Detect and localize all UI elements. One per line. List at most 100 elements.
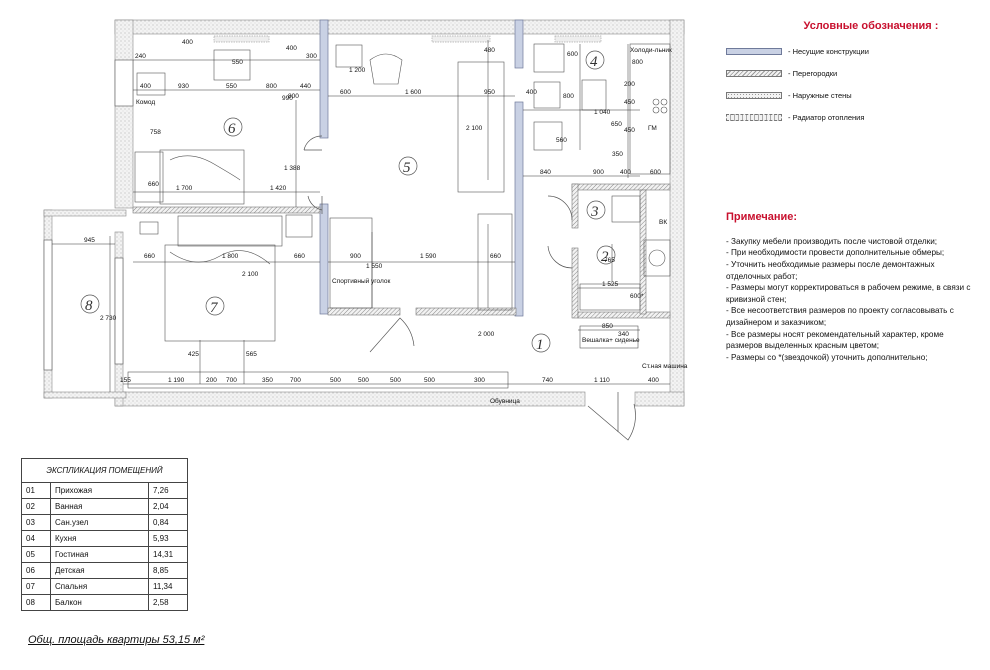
room-area: 5,93 — [148, 530, 188, 547]
room-name: Ванная — [50, 498, 149, 515]
dim-text: 600 — [340, 89, 351, 96]
floor-plan: 1 2 3 4 5 6 7 8 Комод Холоди-льник ГМ ВК… — [43, 19, 688, 441]
dim-text: 840 — [540, 169, 551, 176]
dim-text: 660 — [490, 253, 501, 260]
room-number-5: 5 — [403, 160, 411, 176]
dim-text: 2 000 — [478, 331, 495, 338]
dim-text: 740 — [542, 377, 553, 384]
dim-text: 560 — [556, 137, 567, 144]
dim-text: 240 — [135, 53, 146, 60]
dim-text: 900 — [593, 169, 604, 176]
radiator-swatch — [726, 113, 782, 121]
room-numbers — [80, 50, 616, 353]
dim-text: 1 110 — [594, 377, 610, 384]
dim-text: 600 — [650, 169, 661, 176]
dim-text: 1 600 — [405, 89, 422, 96]
dim-text: 425 — [188, 351, 199, 358]
room-name: Гостиная — [50, 546, 149, 563]
dim-text: 660 — [294, 253, 305, 260]
dim-text: 550 — [226, 83, 237, 90]
dim-text: 1 550 — [366, 263, 383, 270]
dim-text: 1 200 — [349, 67, 366, 74]
room-area: 8,85 — [148, 562, 188, 579]
note-item: - Закупку мебели производить после чисто… — [726, 236, 938, 246]
room-area: 0,84 — [148, 514, 188, 531]
room-number-2: 2 — [601, 249, 609, 265]
dim-text: 1 190 — [168, 377, 185, 384]
room-num: 05 — [21, 546, 51, 563]
dim-text: 1 420 — [270, 185, 287, 192]
room-name: Детская — [50, 562, 149, 579]
dim-text: 758 — [150, 129, 161, 136]
room-num: 03 — [21, 514, 51, 531]
dim-text: 765 — [604, 257, 615, 264]
dim-text: 550 — [232, 59, 243, 66]
room-num: 08 — [21, 594, 51, 611]
dim-text: 400 — [182, 39, 193, 46]
dim-text: 660 — [144, 253, 155, 260]
dim-text: 650 — [611, 121, 622, 128]
legend-label: - Наружные стены — [788, 90, 852, 100]
dim-text: 450 — [624, 99, 635, 106]
dim-text: 800 — [288, 93, 299, 100]
legend-label: - Несущие конструкции — [788, 46, 869, 56]
partition-swatch — [726, 69, 782, 77]
room-number-4: 4 — [590, 54, 598, 70]
room-name: Балкон — [50, 594, 149, 611]
legend-item-bearing: - Несущие конструкции — [726, 40, 976, 62]
label-hanger: Вешалка+ сиденье — [582, 337, 640, 344]
room-num: 06 — [21, 562, 51, 579]
dim-text: 480 — [484, 47, 495, 54]
furniture — [127, 43, 671, 389]
room-num: 04 — [21, 530, 51, 547]
dim-text: 700 — [290, 377, 301, 384]
dim-text: 850 — [602, 323, 613, 330]
dim-text: 500 — [390, 377, 401, 384]
dim-text: 1 388 — [284, 165, 301, 172]
bearing-walls — [319, 19, 524, 317]
dim-text: 440 — [300, 83, 311, 90]
dim-text: 450 — [624, 127, 635, 134]
dimension-lines — [52, 40, 670, 392]
note-item: - При необходимости провести дополнитель… — [726, 248, 945, 258]
legend-item-radiator: - Радиатор отопления — [726, 106, 976, 128]
total-area: Общ. площадь квартиры 53,15 м² — [28, 634, 205, 646]
room-area: 11,34 — [148, 578, 188, 595]
dim-text: 990 — [282, 95, 293, 102]
outer-wall-swatch — [726, 91, 782, 99]
room-name: Кухня — [50, 530, 149, 547]
dim-text: 400 — [526, 89, 537, 96]
note-item: - Все размеры носят рекомендательный хар… — [726, 329, 944, 351]
dim-text: 500 — [330, 377, 341, 384]
dim-text: 700 — [226, 377, 237, 384]
dim-text: 950 — [484, 89, 495, 96]
label-komod: Комод — [136, 99, 155, 106]
note-item: - Все несоответствия размеров по проекту… — [726, 306, 954, 328]
label-shoe-rack: Обувница — [490, 397, 520, 405]
room-name: Сан.узел — [50, 514, 149, 531]
dim-text: 155 — [120, 377, 131, 384]
room-area: 2,04 — [148, 498, 188, 515]
room-area: 2,58 — [148, 594, 188, 611]
dim-text: 2 100 — [466, 125, 483, 132]
radiators — [213, 35, 602, 43]
room-area: 7,26 — [148, 482, 188, 499]
dim-text: 400 — [140, 83, 151, 90]
dim-text: 565 — [246, 351, 257, 358]
dim-text: 1 525 — [602, 281, 619, 288]
room-area: 14,31 — [148, 546, 188, 563]
dim-text: 500 — [424, 377, 435, 384]
dim-text: 930 — [178, 83, 189, 90]
label-fridge: Холоди-льник — [630, 47, 672, 54]
legend-item-partition: - Перегородки — [726, 62, 976, 84]
bearing-swatch — [726, 47, 782, 55]
room-name: Спальня — [50, 578, 149, 595]
dim-text: 200 — [206, 377, 217, 384]
dim-text: 300 — [474, 377, 485, 384]
dim-text: 350 — [262, 377, 273, 384]
dim-text: 1 800 — [222, 253, 239, 260]
